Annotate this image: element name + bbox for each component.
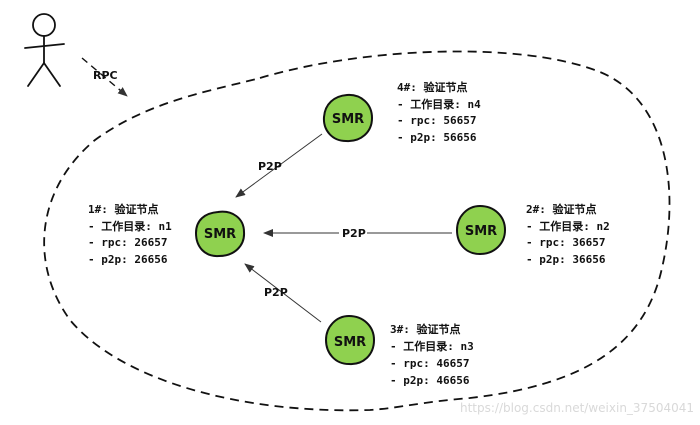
edge-label-right: P2P — [342, 227, 366, 240]
node-label: SMR — [204, 227, 236, 242]
info-line: - rpc: 46657 — [390, 357, 469, 370]
info-line: - p2p: 36656 — [526, 253, 606, 266]
rpc-label: RPC — [93, 69, 118, 82]
info-line: - rpc: 36657 — [526, 236, 605, 249]
info-line: - 工作目录: n4 — [397, 97, 481, 111]
node-4-info: 4#: 验证节点 - 工作目录: n4 - rpc: 56657 - p2p: … — [397, 80, 481, 144]
info-line: - rpc: 26657 — [88, 236, 167, 249]
edge-label-top: P2P — [258, 160, 282, 173]
info-line: - p2p: 46656 — [390, 374, 470, 387]
smr-node-3: SMR — [324, 314, 376, 366]
info-line: - 工作目录: n1 — [88, 219, 172, 233]
edge-top-to-center — [235, 133, 323, 198]
info-line: 2#: 验证节点 — [526, 202, 597, 216]
info-line: - rpc: 56657 — [397, 114, 476, 127]
edge-label-bottom: P2P — [264, 286, 288, 299]
node-label: SMR — [465, 224, 497, 239]
info-line: - p2p: 26656 — [88, 253, 168, 266]
info-line: - 工作目录: n3 — [390, 339, 474, 353]
info-line: 1#: 验证节点 — [88, 202, 159, 216]
edge-label-bg — [339, 225, 367, 240]
smr-node-2: SMR — [455, 204, 507, 256]
rpc-arrow — [81, 57, 128, 97]
node-label: SMR — [332, 112, 364, 127]
node-2-info: 2#: 验证节点 - 工作目录: n2 - rpc: 36657 - p2p: … — [526, 202, 610, 266]
info-line: 3#: 验证节点 — [390, 322, 461, 336]
edge-bottom-to-center — [244, 263, 322, 323]
node-1-info: 1#: 验证节点 - 工作目录: n1 - rpc: 26657 - p2p: … — [88, 202, 172, 266]
watermark-text: https://blog.csdn.net/weixin_37504041 — [460, 401, 694, 415]
network-boundary — [43, 50, 671, 412]
node-3-info: 3#: 验证节点 - 工作目录: n3 - rpc: 46657 - p2p: … — [390, 322, 474, 387]
node-label: SMR — [334, 335, 366, 350]
info-line: 4#: 验证节点 — [397, 80, 468, 94]
info-line: - 工作目录: n2 — [526, 219, 610, 233]
smr-node-4: SMR — [322, 93, 374, 143]
smr-node-1: SMR — [194, 210, 246, 258]
info-line: - p2p: 56656 — [397, 131, 477, 144]
user-stick-figure-icon — [24, 13, 65, 87]
